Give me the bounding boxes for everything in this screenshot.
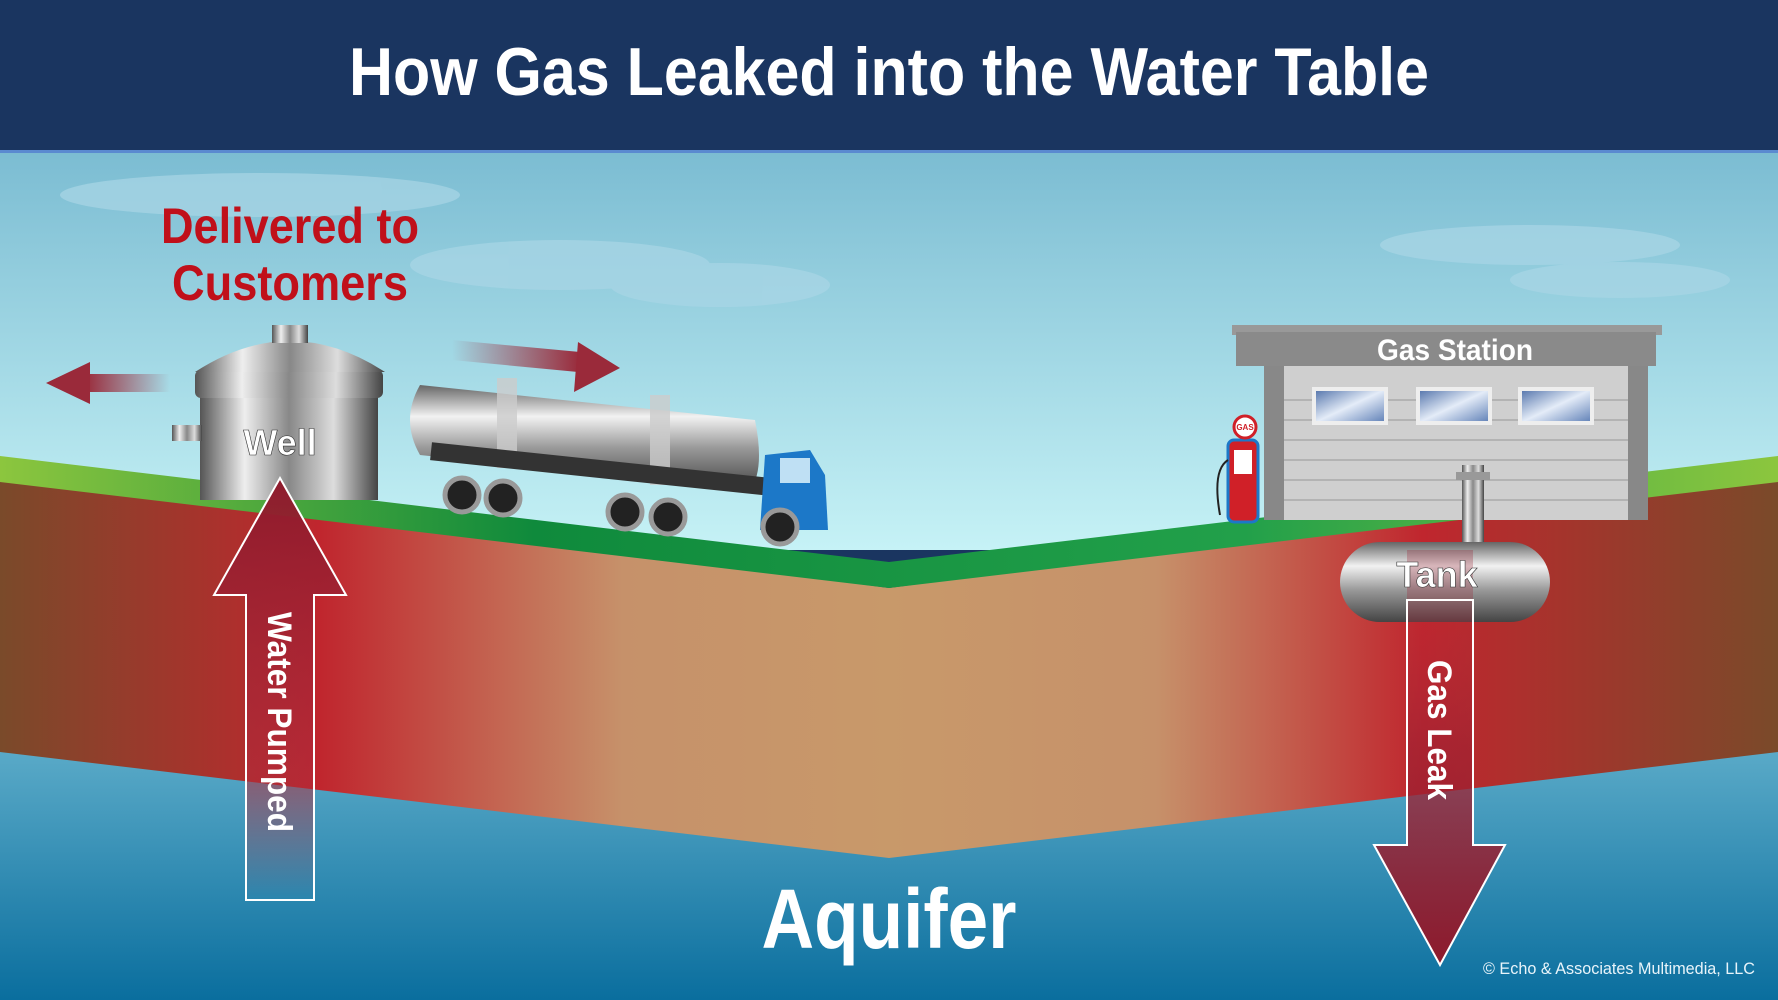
delivery-arrow-left xyxy=(46,362,170,404)
window xyxy=(1518,387,1594,425)
soil-layer xyxy=(0,470,1778,858)
page-title: How Gas Leaked into the Water Table xyxy=(349,34,1429,110)
aquifer-label: Aquifer xyxy=(762,872,1017,966)
gas-pump-icon: GAS xyxy=(1216,414,1260,524)
gas-station-building: Gas Station xyxy=(1232,325,1662,520)
water-pumped-arrow: Water Pumped xyxy=(212,475,348,901)
delivered-label-line1: Delivered to xyxy=(161,198,419,254)
well-label: Well xyxy=(243,422,316,463)
gas-leak-arrow: Gas Leak xyxy=(1372,599,1507,968)
copyright-text: © Echo & Associates Multimedia, LLC xyxy=(1483,959,1755,978)
water-pumped-label: Water Pumped xyxy=(260,612,298,832)
gas-leak-label: Gas Leak xyxy=(1420,660,1458,800)
delivered-label-line2: Customers xyxy=(172,255,408,311)
delivery-arrow-right xyxy=(452,340,620,392)
gas-station-label: Gas Station xyxy=(1377,334,1533,367)
tank-label: Tank xyxy=(1396,554,1478,595)
tanker-truck-icon xyxy=(410,378,828,547)
header-bar xyxy=(0,0,1778,152)
well-tank-icon: Well xyxy=(172,325,385,500)
window xyxy=(1312,387,1388,425)
window xyxy=(1416,387,1492,425)
gas-pump-sign: GAS xyxy=(1236,423,1254,432)
clouds xyxy=(60,173,1730,307)
grass-surface xyxy=(0,456,1778,588)
underground-tank-icon: Tank xyxy=(1340,465,1550,622)
